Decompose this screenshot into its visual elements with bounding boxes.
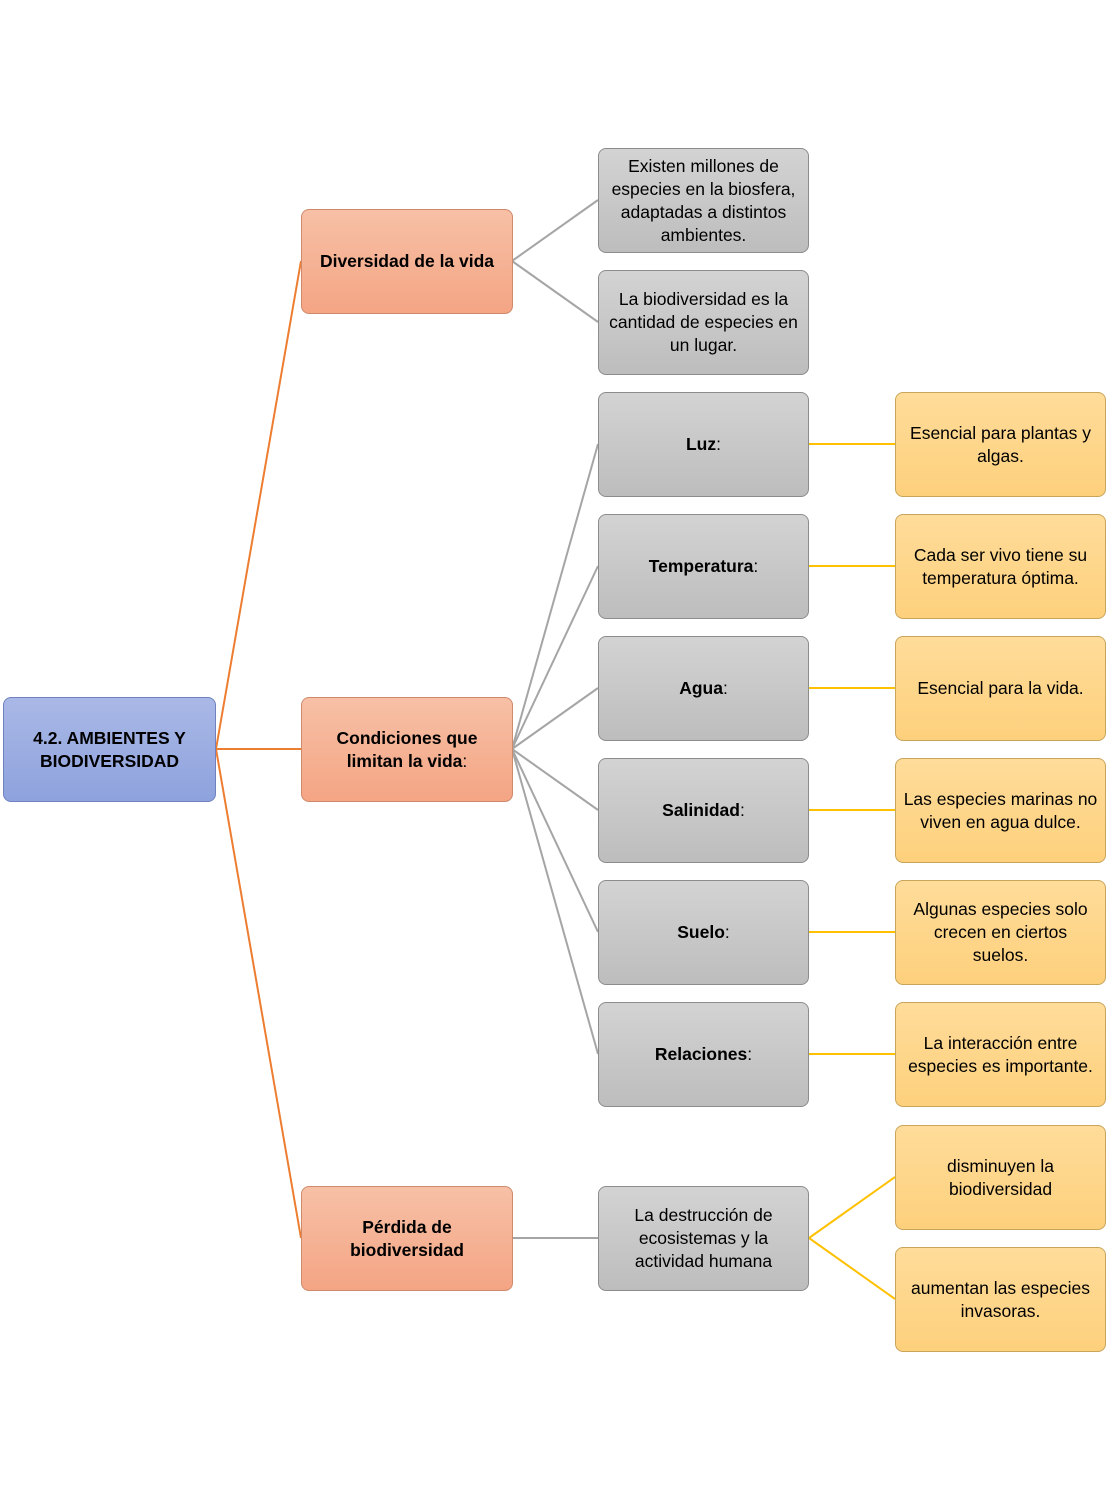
description-luz: Esencial para plantas y algas. <box>895 392 1106 497</box>
connector-diversity-note-2 <box>511 260 599 323</box>
connector-cause-effect-2 <box>808 1237 896 1300</box>
connector-conditions-agua <box>511 687 599 750</box>
diversity-note-2: La biodiversidad es la cantidad de espec… <box>598 270 809 375</box>
description-agua-text: Esencial para la vida. <box>917 678 1084 698</box>
factor-salinidad: Salinidad: <box>598 758 809 863</box>
description-salinidad: Las especies marinas no viven en agua du… <box>895 758 1106 863</box>
connector-conditions-relaciones <box>511 748 599 1055</box>
factor-salinidad-label: Salinidad <box>662 800 740 820</box>
category-diversity-label: Diversidad de la vida <box>319 251 495 271</box>
diversity-note-1-text: Existen millones de especies en la biosf… <box>611 155 796 245</box>
category-conditions: Condiciones que limitan la vida: <box>301 697 513 802</box>
connector-conditions-salinidad <box>511 748 599 811</box>
connector-conditions-temperatura <box>511 565 599 750</box>
connector-diversity-note-1 <box>511 199 599 262</box>
description-suelo: Algunas especies solo crecen en ciertos … <box>895 880 1106 985</box>
factor-agua-suffix: : <box>722 678 728 698</box>
factor-relaciones: Relaciones: <box>598 1002 809 1107</box>
root-label: 4.2. AMBIENTES Y BIODIVERSIDAD <box>33 727 186 771</box>
description-agua: Esencial para la vida. <box>895 636 1106 741</box>
factor-luz-label: Luz <box>685 434 717 454</box>
diversity-note-2-text: La biodiversidad es la cantidad de espec… <box>609 289 798 355</box>
factor-temperatura-label: Temperatura <box>648 556 754 576</box>
factor-temperatura-suffix: : <box>753 556 759 576</box>
description-relaciones-text: La interacción entre especies es importa… <box>908 1032 1093 1076</box>
connector-root-diversity <box>215 260 302 750</box>
description-relaciones: La interacción entre especies es importa… <box>895 1002 1106 1107</box>
factor-relaciones-suffix: : <box>747 1044 753 1064</box>
factor-suelo-suffix: : <box>724 922 730 942</box>
connector-conditions-luz <box>511 443 599 750</box>
factor-salinidad-suffix: : <box>739 800 745 820</box>
factor-suelo: Suelo: <box>598 880 809 985</box>
connector-cause-effect-1 <box>808 1176 896 1239</box>
description-salinidad-text: Las especies marinas no viven en agua du… <box>903 788 1098 832</box>
loss-effect-1: disminuyen la biodiversidad <box>895 1125 1106 1230</box>
description-temperatura-text: Cada ser vivo tiene su temperatura óptim… <box>913 544 1088 588</box>
loss-effect-2: aumentan las especies invasoras. <box>895 1247 1106 1352</box>
category-loss-label: Pérdida de biodiversidad <box>350 1216 464 1260</box>
connector-root-loss <box>215 748 302 1239</box>
loss-effect-1-text: disminuyen la biodiversidad <box>947 1155 1054 1199</box>
category-loss: Pérdida de biodiversidad <box>301 1186 513 1291</box>
description-suelo-text: Algunas especies solo crecen en ciertos … <box>913 899 1088 965</box>
loss-cause: La destrucción de ecosistemas y la activ… <box>598 1186 809 1291</box>
category-conditions-suffix: : <box>462 750 468 771</box>
factor-luz-suffix: : <box>716 434 721 454</box>
factor-luz: Luz: <box>598 392 809 497</box>
description-temperatura: Cada ser vivo tiene su temperatura óptim… <box>895 514 1106 619</box>
loss-effect-2-text: aumentan las especies invasoras. <box>911 1277 1090 1321</box>
factor-relaciones-label: Relaciones <box>654 1044 748 1064</box>
connector-conditions-suelo <box>511 748 599 933</box>
category-diversity: Diversidad de la vida <box>301 209 513 314</box>
loss-cause-text: La destrucción de ecosistemas y la activ… <box>634 1205 773 1271</box>
root-node: 4.2. AMBIENTES Y BIODIVERSIDAD <box>3 697 216 802</box>
diversity-note-1: Existen millones de especies en la biosf… <box>598 148 809 253</box>
factor-suelo-label: Suelo <box>677 922 725 942</box>
factor-agua-label: Agua <box>679 678 723 698</box>
description-luz-text: Esencial para plantas y algas. <box>910 422 1091 466</box>
factor-agua: Agua: <box>598 636 809 741</box>
factor-temperatura: Temperatura: <box>598 514 809 619</box>
category-conditions-label: Condiciones que limitan la vida <box>336 727 478 771</box>
